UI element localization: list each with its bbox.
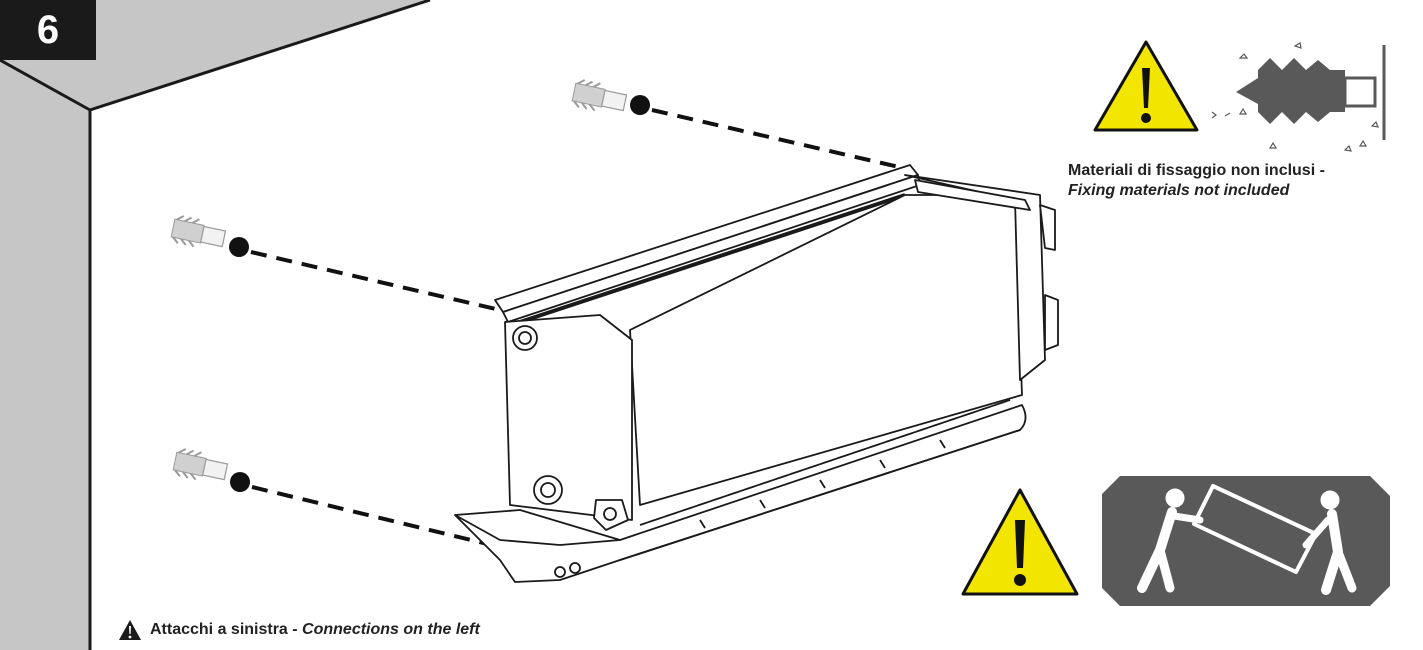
connections-note-italian: Attacchi a sinistra - bbox=[150, 621, 303, 638]
unit-frame bbox=[454, 164, 1059, 583]
wall-plug-middle bbox=[169, 213, 501, 312]
fixing-note-italian: Materiali di fissaggio non inclusi - bbox=[1068, 162, 1325, 179]
two-person-lift-icon bbox=[1102, 476, 1390, 606]
wall-plug-icon bbox=[1211, 42, 1386, 152]
connections-note: Attacchi a sinistra - Connections on the… bbox=[118, 619, 480, 641]
warning-triangle-icon bbox=[1093, 40, 1199, 132]
warning-small-icon bbox=[119, 620, 141, 640]
fixing-note-english: Fixing materials not included bbox=[1068, 182, 1290, 199]
step-number: 6 bbox=[0, 0, 96, 60]
wall-plug-top bbox=[570, 77, 913, 172]
wall-plug-bottom bbox=[171, 446, 497, 548]
wall-top bbox=[0, 0, 430, 110]
warning-triangle-icon-2 bbox=[961, 488, 1079, 596]
wall-left bbox=[0, 60, 90, 650]
connections-note-english: Connections on the left bbox=[302, 621, 480, 638]
fixing-materials-note: Materiali di fissaggio non inclusi - Fix… bbox=[1068, 161, 1388, 201]
